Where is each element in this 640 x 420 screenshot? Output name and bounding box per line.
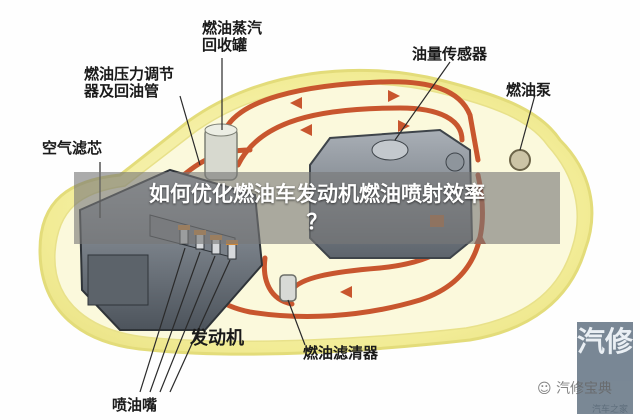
evap-canister [204, 123, 238, 181]
wechat-icon: ☺ [537, 381, 552, 397]
label-fuel-pump: 燃油泵 [506, 81, 552, 99]
label-pressure-regulator: 燃油压力调节 器及回油管 [84, 65, 175, 100]
fuel-pump [445, 149, 531, 172]
leader-lines [99, 58, 536, 393]
label-engine: 发动机 [190, 328, 244, 349]
label-fuel-filter: 燃油滤清器 [303, 344, 379, 362]
label-injector: 喷油嘴 [112, 396, 158, 414]
label-fuel-level-sensor: 油量传感器 [412, 45, 488, 63]
watermark-brand-text: 汽修宝典 [556, 381, 613, 397]
label-evap-canister: 燃油蒸汽 回收罐 [202, 19, 263, 54]
article-title-banner: 如何优化燃油车发动机燃油喷射效率 ？ [74, 172, 560, 244]
watermark-subtext: 汽车之家 [592, 405, 629, 415]
watermark-brand: ☺ 汽修宝典 [537, 378, 612, 398]
label-air-filter: 空气滤芯 [42, 139, 103, 157]
fuel-filter [279, 274, 297, 302]
watermark-logo: 汽修 [577, 322, 633, 414]
